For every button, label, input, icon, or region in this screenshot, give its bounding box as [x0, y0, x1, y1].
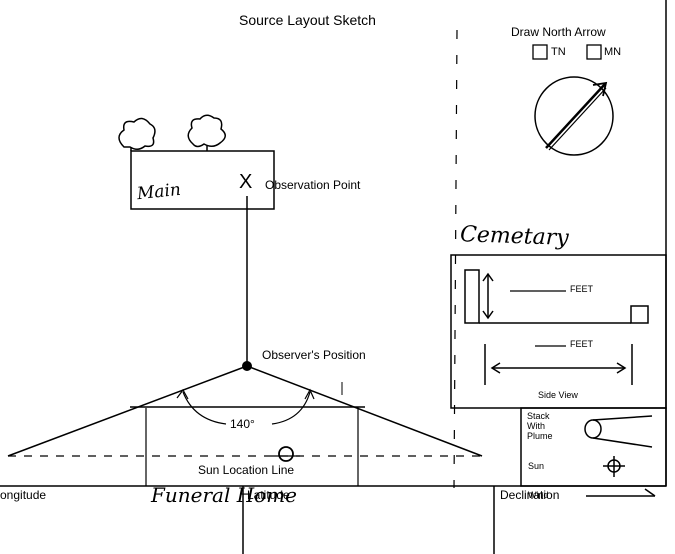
north-arrow-heading: Draw North Arrow [511, 25, 606, 39]
sun-icon [278, 446, 294, 462]
tn-label: TN [551, 46, 566, 58]
mn-label: MN [604, 46, 622, 58]
north-arrow-line [545, 83, 606, 149]
building-label: Main [136, 179, 182, 205]
observation-point-label: Observation Point [265, 178, 361, 192]
wind-legend-label: Wind [528, 490, 549, 500]
tn-checkbox[interactable] [532, 44, 548, 60]
receptor-box [630, 305, 649, 324]
cemetery-label: Cemetary [459, 222, 570, 251]
main-building [130, 150, 275, 210]
sun-legend-label: Sun [528, 461, 545, 471]
funeral-home-label: Funeral Home [151, 483, 297, 507]
side-view-caption: Side View [538, 390, 578, 400]
dashed-divider [453, 29, 458, 489]
sun-crosshair-icon [603, 456, 625, 477]
stack-outline [464, 269, 480, 324]
feet-label-top: FEET [570, 284, 594, 294]
side-view-box [450, 254, 667, 409]
declination-field-label: Declination [500, 488, 560, 502]
mn-checkbox[interactable] [586, 44, 602, 60]
observation-marker: X [239, 171, 253, 193]
tree-icon [187, 114, 226, 151]
latitude-field-label: Latitude [247, 488, 290, 502]
sun-location-label: Sun Location Line [198, 463, 295, 477]
longitude-field-label: ongitude [0, 488, 47, 502]
stack-plume-icon [584, 419, 602, 439]
angle-label: 140° [230, 417, 255, 431]
tree-icon [118, 117, 156, 151]
observers-position-label: Observer's Position [262, 348, 366, 362]
north-arrowhead-icon [592, 81, 608, 97]
sheet-title: Source Layout Sketch [239, 12, 376, 28]
angle-arc [182, 391, 311, 425]
feet-label-bottom: FEET [570, 339, 594, 349]
stack-with-plume-label: Stack With Plume [527, 411, 553, 441]
north-arrow-circle [534, 76, 614, 156]
